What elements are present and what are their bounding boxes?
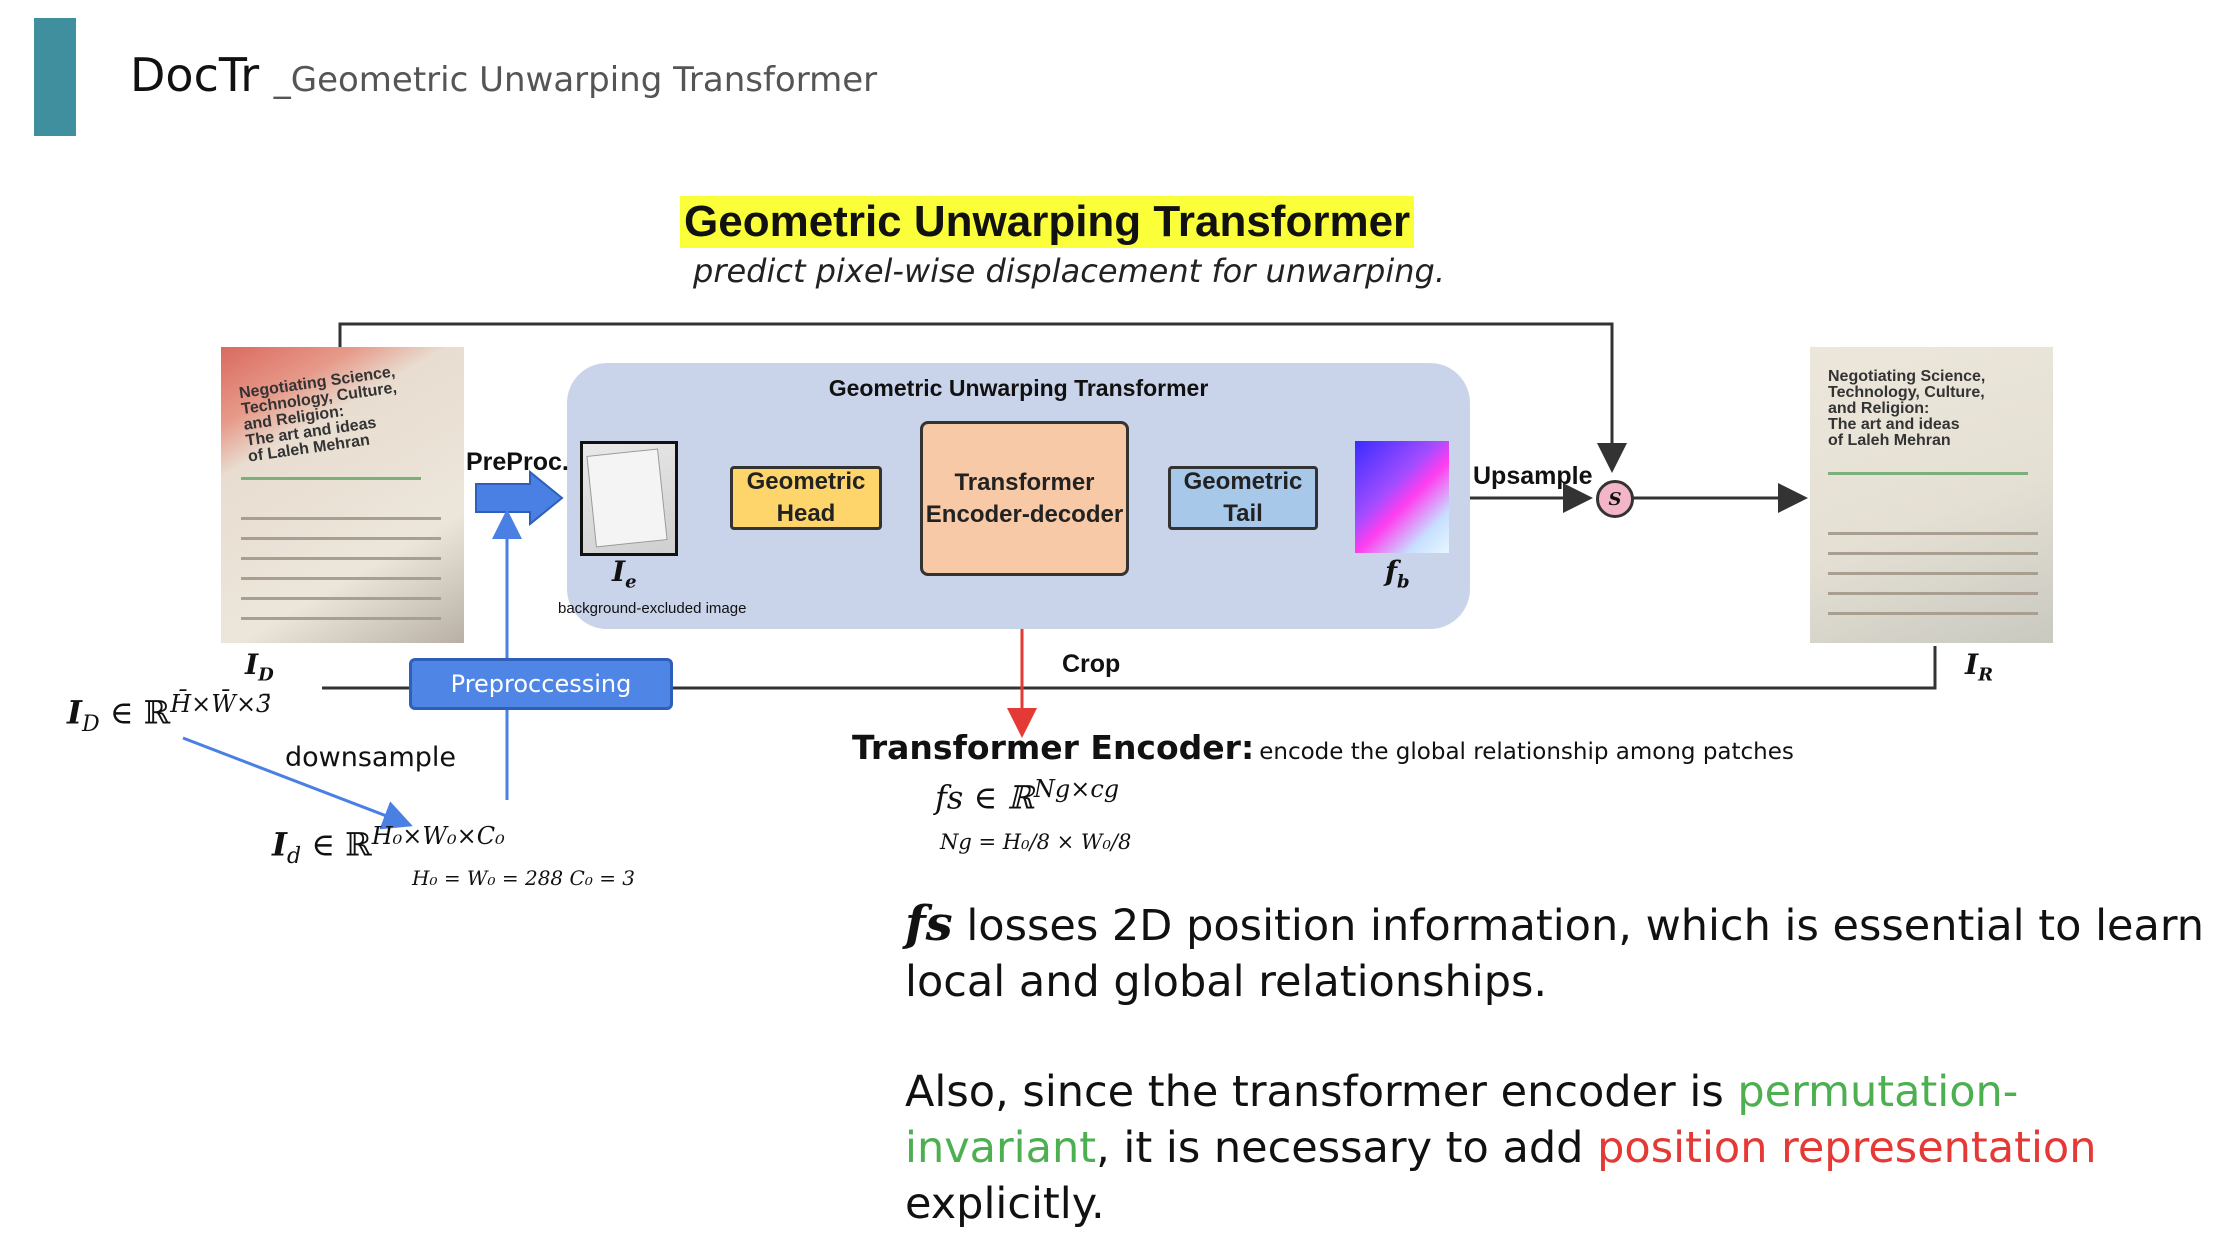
slide-title: DocTr _Geometric Unwarping Transformer	[130, 48, 877, 102]
transformer-block: Transformer Encoder-decoder	[920, 421, 1129, 576]
paragraph-1: fs losses 2D position information, which…	[905, 896, 2215, 1010]
paragraph-1-text: losses 2D position information, which is…	[905, 901, 2205, 1007]
ir-label: IR	[1965, 648, 1994, 686]
encoder-desc: encode the global relationship among pat…	[1259, 739, 1794, 765]
headline-title: Geometric Unwarping Transformer	[680, 196, 1415, 248]
ie-label: Ie	[612, 555, 637, 593]
fs-symbol: fs	[905, 896, 953, 952]
geometric-head-block: Geometric Head	[730, 466, 882, 530]
geometric-tail-block: Geometric Tail	[1168, 466, 1318, 530]
fs-formula: fs ∈ ℝNg×cg	[935, 775, 1120, 817]
ie-caption: background-excluded image	[558, 600, 747, 617]
downsample-label: downsample	[285, 742, 457, 773]
crop-line	[322, 646, 1937, 690]
headline-subtitle: predict pixel-wise displacement for unwa…	[693, 252, 1445, 290]
downsample-arrow	[182, 736, 413, 830]
crop-label: Crop	[1062, 650, 1121, 678]
preproc-arrow	[475, 469, 564, 527]
preprocessing-button-label: Preproccessing	[450, 670, 632, 698]
permutation-invariant-text: permutation-invariant	[905, 1067, 2019, 1173]
id-label: ID	[245, 648, 274, 686]
id-formula: ID ∈ ℝH̄×W̄×3̄	[67, 690, 272, 738]
fb-label: fb	[1385, 555, 1410, 593]
output-document-image: Negotiating Science, Technology, Culture…	[1810, 347, 2053, 643]
background-excluded-image	[580, 441, 678, 556]
slide-title-sub: _Geometric Unwarping Transformer	[273, 60, 878, 100]
position-representation-text: position representation	[1597, 1123, 2097, 1173]
encoder-description: Transformer Encoder: encode the global r…	[852, 728, 1794, 767]
accent-bar	[34, 18, 76, 136]
gut-panel-title: Geometric Unwarping Transformer	[828, 375, 1209, 401]
id-small-formula: Id ∈ ℝH₀×W₀×C₀	[272, 822, 505, 870]
ng-formula: Ng = H₀/8 × W₀/8	[940, 830, 1132, 854]
input-document-text: Negotiating Science, Technology, Culture…	[238, 363, 398, 466]
preproc-label: PreProc.	[466, 448, 569, 476]
paragraph-2: Also, since the transformer encoder is p…	[905, 1067, 2097, 1229]
sampling-node: S	[1596, 480, 1634, 518]
preprocessing-button[interactable]: Preproccessing	[409, 658, 673, 710]
slide-title-main: DocTr	[130, 48, 260, 102]
skip-line	[338, 322, 1627, 473]
input-document-image: Negotiating Science, Technology, Culture…	[221, 347, 464, 643]
upsample-label: Upsample	[1473, 462, 1593, 490]
output-document-text: Negotiating Science, Technology, Culture…	[1828, 368, 1986, 449]
id-note: H₀ = W₀ = 288 C₀ = 3	[412, 866, 636, 890]
flow-field-image	[1355, 441, 1449, 553]
encoder-title: Transformer Encoder:	[852, 728, 1255, 767]
